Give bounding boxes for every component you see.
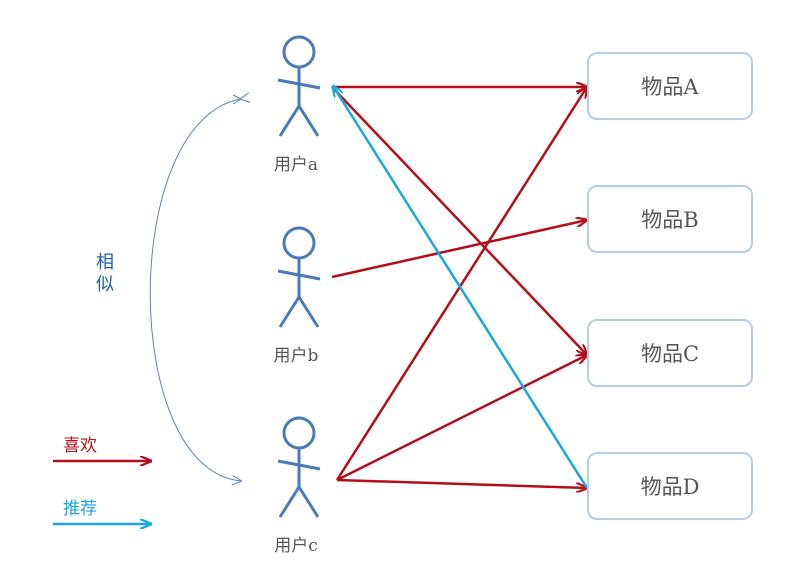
legend-like-label: 喜欢	[63, 436, 97, 456]
user-b-label: 用户b	[273, 346, 319, 366]
edge-recommend-item-d-user-a	[333, 86, 589, 489]
edge-user-a-item-c	[331, 86, 587, 355]
item-a-box: 物品A	[587, 52, 753, 120]
user-c-label: 用户c	[274, 536, 318, 556]
similarity-arc	[149, 99, 241, 481]
user-b-figure-icon	[277, 226, 321, 328]
user-c-figure-icon	[277, 416, 321, 518]
edge-user-c-item-d	[336, 478, 587, 488]
arc-arrowhead-top	[232, 94, 242, 105]
legend-recommend-label: 推荐	[63, 499, 97, 519]
user-a-figure-icon	[277, 35, 321, 137]
item-d-box: 物品D	[587, 452, 753, 520]
similarity-label: 相似	[96, 252, 114, 295]
edge-user-b-item-b	[331, 220, 587, 279]
edge-user-c-item-a	[335, 87, 587, 481]
user-a-label: 用户a	[273, 155, 319, 175]
item-b-box: 物品B	[587, 185, 753, 253]
item-c-box: 物品C	[587, 319, 753, 387]
edge-user-c-item-c	[336, 355, 587, 482]
